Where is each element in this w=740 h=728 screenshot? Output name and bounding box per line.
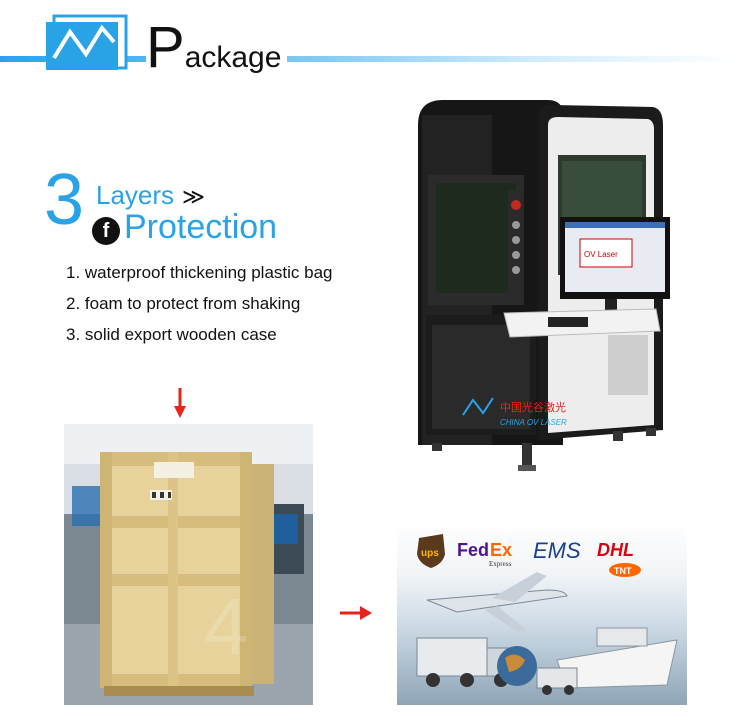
layers-heading: Layers ≫ [96, 180, 205, 211]
ups-logo: ups [421, 548, 439, 559]
layers-word: Layers [96, 180, 175, 210]
header-divider [0, 56, 740, 62]
double-arrow-icon: ≫ [182, 184, 206, 209]
page-title: Package [146, 19, 288, 80]
wooden-crate-photo: 4 [64, 424, 313, 705]
protection-list: 1. waterproof thickening plastic bag 2. … [66, 262, 333, 355]
fedex-sub: Express [489, 560, 511, 568]
laser-marking-machine: OV Laser 中国光谷激光 CHINA OV LASER [418, 100, 670, 471]
ems-logo: EMS [533, 538, 581, 563]
protection-heading: Protection [124, 208, 278, 246]
f-badge-icon: f [92, 217, 120, 245]
list-item: 3. solid export wooden case [66, 325, 277, 344]
fedex-fed: Fed [457, 540, 489, 560]
zigzag-logo-icon [46, 14, 128, 70]
fedex-ex: Ex [490, 540, 512, 560]
list-item: 2. foam to protect from shaking [66, 294, 301, 313]
title-rest: ackage [184, 41, 282, 74]
title-initial: P [146, 15, 185, 80]
dhl-logo: DHL [597, 540, 634, 560]
crate-illustration: 4 [64, 424, 313, 705]
down-arrow-icon [174, 388, 186, 418]
shipping-illustration: ups Fed Ex Express EMS DHL TNT [416, 534, 678, 695]
shipping-carriers-photo: ups Fed Ex Express EMS DHL TNT [397, 520, 687, 705]
machine-brand-cn: 中国光谷激光 [500, 400, 566, 414]
tnt-logo: TNT [614, 566, 632, 576]
machine-brand-en: CHINA OV LASER [500, 418, 567, 427]
right-arrow-icon [340, 606, 372, 620]
list-item: 1. waterproof thickening plastic bag [66, 263, 333, 282]
crate-watermark: 4 [204, 582, 249, 671]
screen-label: OV Laser [584, 250, 618, 259]
layers-number: 3 [44, 160, 85, 240]
